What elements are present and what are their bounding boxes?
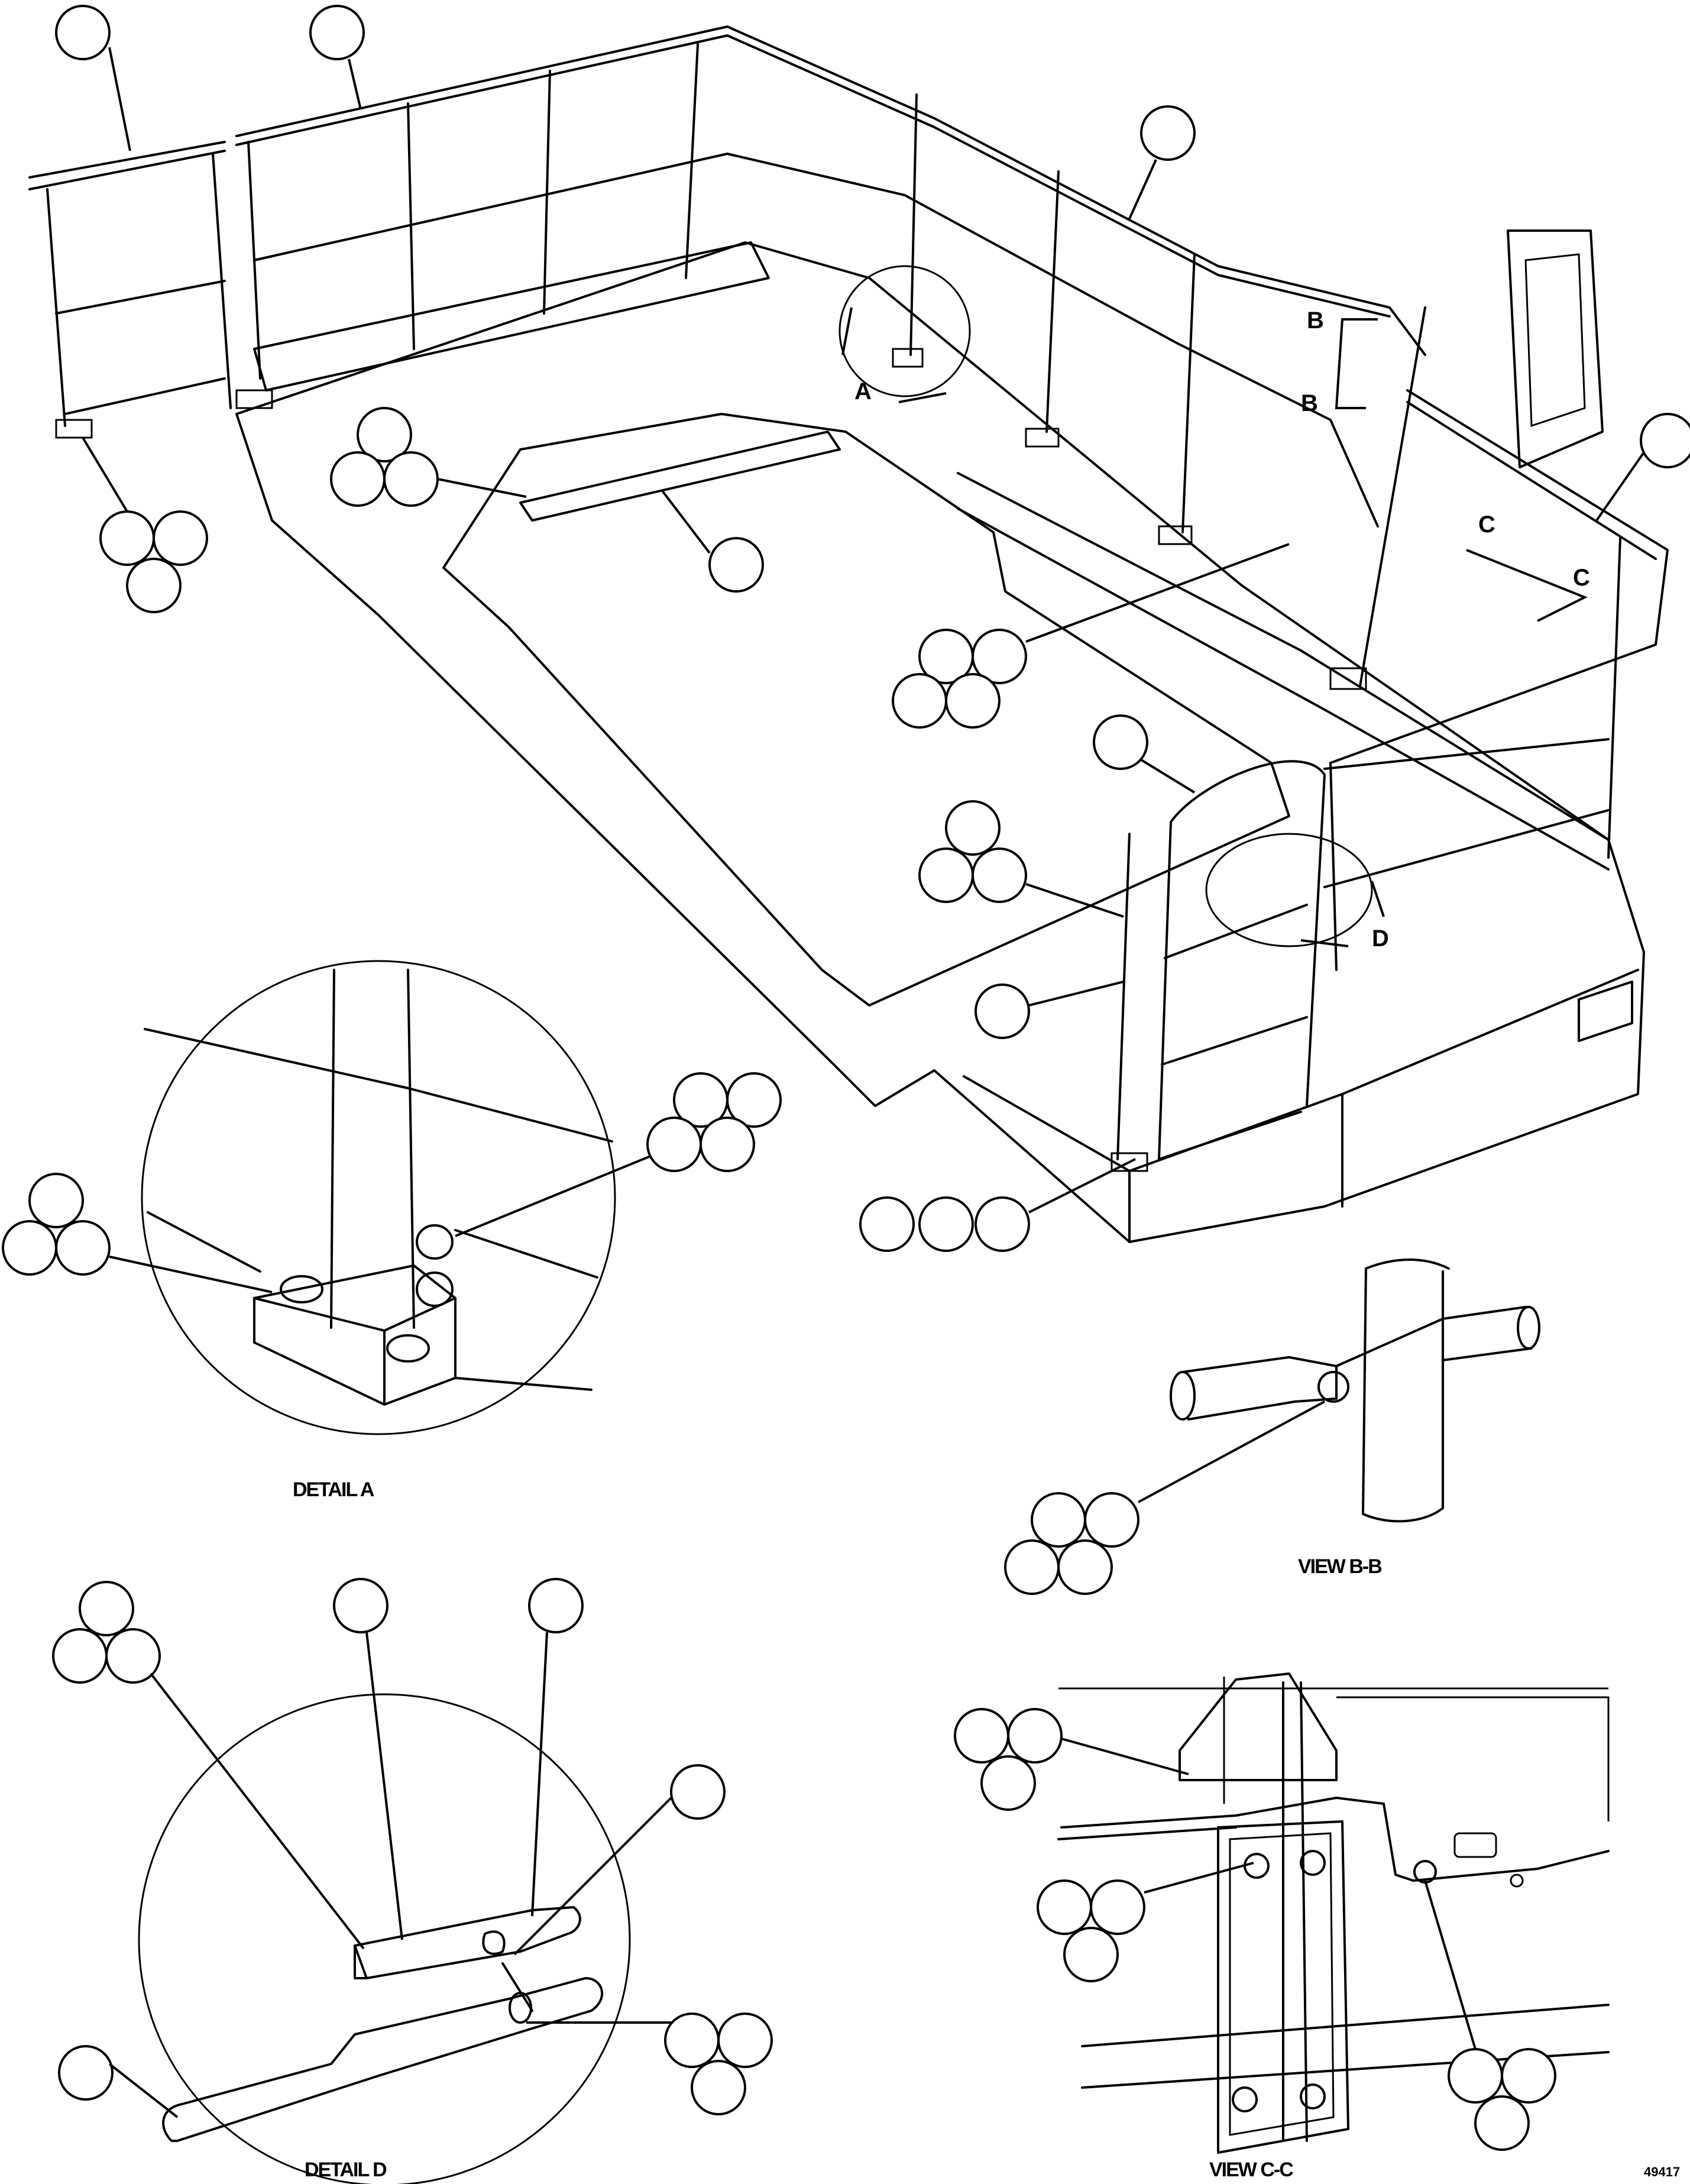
callout-bubble [974, 983, 1030, 1039]
view-cc: VIEW C-C [954, 1672, 1610, 2181]
callout-bubble [28, 1173, 84, 1228]
callout-bubble [664, 2012, 720, 2068]
callout-bubble [1448, 2048, 1503, 2104]
detail-a: DETAIL A [2, 960, 782, 1501]
view-cc-caption: VIEW C-C [1209, 2159, 1293, 2181]
callout-bubble [528, 1578, 584, 1633]
detail-a-caption: DETAIL A [293, 1478, 374, 1501]
marker-b1-label: B [1307, 308, 1324, 334]
marker-b2-label: B [1301, 390, 1318, 416]
callout-bubble [1474, 2095, 1530, 2151]
callout-bubble [974, 1196, 1030, 1252]
view-bb-caption: VIEW B-B [1298, 1555, 1382, 1578]
callout-bubble [383, 451, 439, 507]
platform-assembly [28, 25, 1669, 1243]
callout-bubble [1007, 1708, 1063, 1764]
callout-bubble [55, 1220, 111, 1276]
detail-d: DETAIL D [52, 1578, 773, 2184]
callout-bubble [1037, 1879, 1092, 1935]
callout-bubble [55, 5, 111, 60]
callout-bubble [954, 1708, 1009, 1764]
callout-bubble [708, 537, 764, 593]
marker-c2-label: C [1573, 565, 1590, 591]
callout-bubble [972, 847, 1027, 903]
marker-c1-label: C [1478, 512, 1495, 538]
callout-bubble [126, 558, 182, 613]
callout-bubble [859, 1196, 915, 1252]
callout-bubble [717, 2012, 773, 2068]
callout-bubble [153, 510, 208, 566]
callout-bubble [1640, 413, 1690, 468]
callout-bubble [972, 629, 1027, 684]
callout-bubble [1093, 714, 1148, 770]
callout-bubble [58, 2045, 114, 2101]
callout-bubble [945, 800, 1001, 856]
callout-bubble [79, 1581, 134, 1636]
callout-bubble [1057, 1539, 1113, 1595]
callout-bubble [1063, 1927, 1119, 1982]
callout-bubble [2, 1220, 57, 1276]
callout-bubble [700, 1117, 755, 1172]
callout-bubble [309, 5, 365, 60]
callout-bubble [670, 1764, 726, 1820]
callout-bubble [99, 510, 155, 566]
detail-markers: A B B C C D [838, 265, 1590, 952]
detail-d-caption: DETAIL D [305, 2159, 387, 2181]
callout-bubble [726, 1072, 782, 1128]
marker-d-label: D [1372, 926, 1389, 952]
main-callouts [55, 5, 1690, 1252]
drawing-number: 49417 [1644, 2164, 1680, 2179]
callout-bubble [1084, 1492, 1139, 1548]
marker-a-label: A [854, 378, 872, 405]
callout-bubble [892, 673, 947, 729]
callout-bubble [330, 451, 386, 507]
callout-bubble [1140, 105, 1196, 161]
callout-bubble [52, 1628, 108, 1684]
callout-bubble [1004, 1539, 1060, 1595]
callout-bubble [918, 847, 974, 903]
callout-bubble [357, 407, 412, 462]
view-bb: VIEW B-B [1004, 1258, 1540, 1595]
callout-bubble [691, 2060, 746, 2115]
callout-bubble [980, 1755, 1036, 1811]
callout-bubble [646, 1117, 702, 1172]
callout-bubble [105, 1628, 161, 1684]
callout-bubble [1090, 1879, 1145, 1935]
callout-bubble [945, 673, 1001, 729]
callout-bubble [1031, 1492, 1086, 1548]
callout-bubble [1501, 2048, 1556, 2104]
callout-bubble [333, 1578, 388, 1633]
callout-bubble [918, 1196, 974, 1252]
